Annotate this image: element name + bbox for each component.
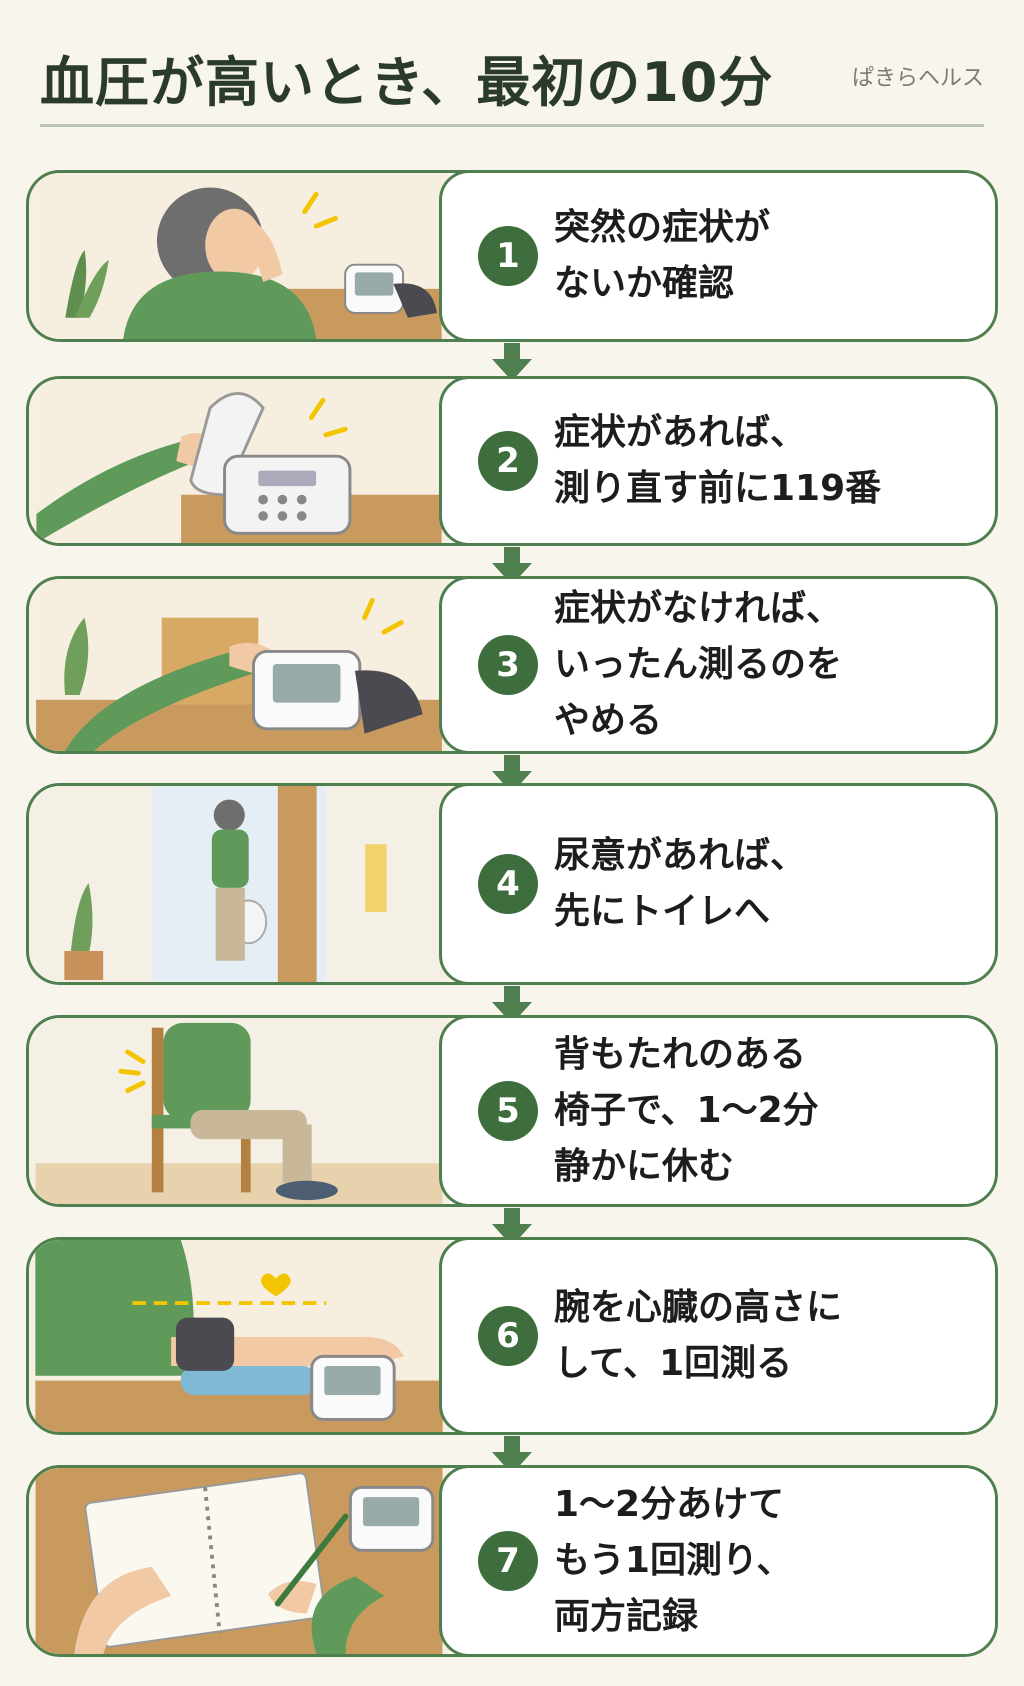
step-line: 症状がなければ、 (554, 588, 843, 629)
step-number-badge: 7 (478, 1531, 538, 1591)
toilet-visit-illustration (35, 786, 443, 982)
step-4-card: 4 尿意があれば、 先にトイレへ (26, 783, 998, 985)
step-number-badge: 1 (478, 226, 538, 286)
step-line: 突然の症状が (554, 207, 771, 248)
step-1-card: 1 突然の症状が ないか確認 (26, 170, 998, 342)
step-4-illustration (29, 786, 449, 982)
down-arrow-icon (490, 1436, 534, 1476)
step-2-card: 2 症状があれば、 測り直す前に119番 (26, 376, 998, 546)
step-7-illustration (29, 1468, 449, 1654)
step-line: 背もたれのある (554, 1034, 807, 1075)
step-description: 1〜2分あけて もう1回測り、 両方記録 (554, 1477, 793, 1645)
step-number-badge: 4 (478, 854, 538, 914)
put-down-monitor-illustration (36, 579, 442, 751)
step-line: 腕を心臓の高さに (554, 1287, 843, 1328)
page-title: 血圧が高いとき、最初の10分 (40, 51, 774, 114)
header: 血圧が高いとき、最初の10分 ぱきらヘルス (0, 0, 1024, 150)
step-5-illustration (29, 1018, 449, 1204)
writing-record-illustration (35, 1468, 443, 1654)
woman-headache-illustration (36, 173, 442, 339)
step-description: 腕を心臓の高さに して、1回測る (554, 1280, 842, 1392)
phone-call-illustration (36, 379, 442, 543)
step-line: 1〜2分あけて (554, 1484, 785, 1525)
step-6-illustration (29, 1240, 449, 1432)
down-arrow-icon (490, 547, 534, 587)
step-4-text: 4 尿意があれば、 先にトイレへ (439, 786, 995, 982)
step-line: して、1回測る (554, 1343, 793, 1384)
step-description: 突然の症状が ないか確認 (554, 200, 770, 312)
step-3-card: 3 症状がなければ、 いったん測るのを やめる (26, 576, 998, 754)
step-7-card: 7 1〜2分あけて もう1回測り、 両方記録 (26, 1465, 998, 1657)
step-line: やめる (554, 700, 663, 741)
step-description: 症状がなければ、 いったん測るのを やめる (554, 581, 842, 749)
step-6-card: 6 腕を心臓の高さに して、1回測る (26, 1237, 998, 1435)
step-5-text: 5 背もたれのある 椅子で、1〜2分 静かに休む (439, 1018, 995, 1204)
step-2-illustration (29, 379, 449, 543)
step-6-text: 6 腕を心臓の高さに して、1回測る (439, 1240, 995, 1432)
down-arrow-icon (490, 755, 534, 795)
step-5-card: 5 背もたれのある 椅子で、1〜2分 静かに休む (26, 1015, 998, 1207)
step-number-badge: 2 (478, 431, 538, 491)
step-description: 症状があれば、 測り直す前に119番 (554, 405, 881, 517)
down-arrow-icon (490, 343, 534, 383)
step-line: 椅子で、1〜2分 (554, 1090, 819, 1131)
step-line: いったん測るのを (554, 644, 843, 685)
title-divider (40, 124, 984, 127)
step-line: 静かに休む (554, 1146, 735, 1187)
step-7-text: 7 1〜2分あけて もう1回測り、 両方記録 (439, 1468, 995, 1654)
step-1-text: 1 突然の症状が ないか確認 (439, 173, 995, 339)
step-line: 先にトイレへ (554, 891, 771, 932)
step-number-badge: 6 (478, 1306, 538, 1366)
arm-cuff-heart-level-illustration (35, 1240, 443, 1432)
step-description: 尿意があれば、 先にトイレへ (554, 828, 806, 940)
step-line: 尿意があれば、 (554, 835, 807, 876)
step-number-badge: 5 (478, 1081, 538, 1141)
step-line: 症状があれば、 (554, 412, 807, 453)
step-number-badge: 3 (478, 635, 538, 695)
step-line: もう1回測り、 (554, 1540, 793, 1581)
step-description: 背もたれのある 椅子で、1〜2分 静かに休む (554, 1027, 819, 1195)
step-2-text: 2 症状があれば、 測り直す前に119番 (439, 379, 995, 543)
resting-in-chair-illustration (35, 1018, 443, 1204)
step-line: ないか確認 (554, 263, 735, 304)
step-1-illustration (29, 173, 449, 339)
step-3-illustration (29, 579, 449, 751)
step-line: 測り直す前に119番 (554, 468, 882, 509)
down-arrow-icon (490, 1208, 534, 1248)
brand-name: ぱきらヘルス (851, 66, 984, 91)
step-3-text: 3 症状がなければ、 いったん測るのを やめる (439, 579, 995, 751)
step-line: 両方記録 (554, 1596, 699, 1637)
down-arrow-icon (490, 986, 534, 1026)
